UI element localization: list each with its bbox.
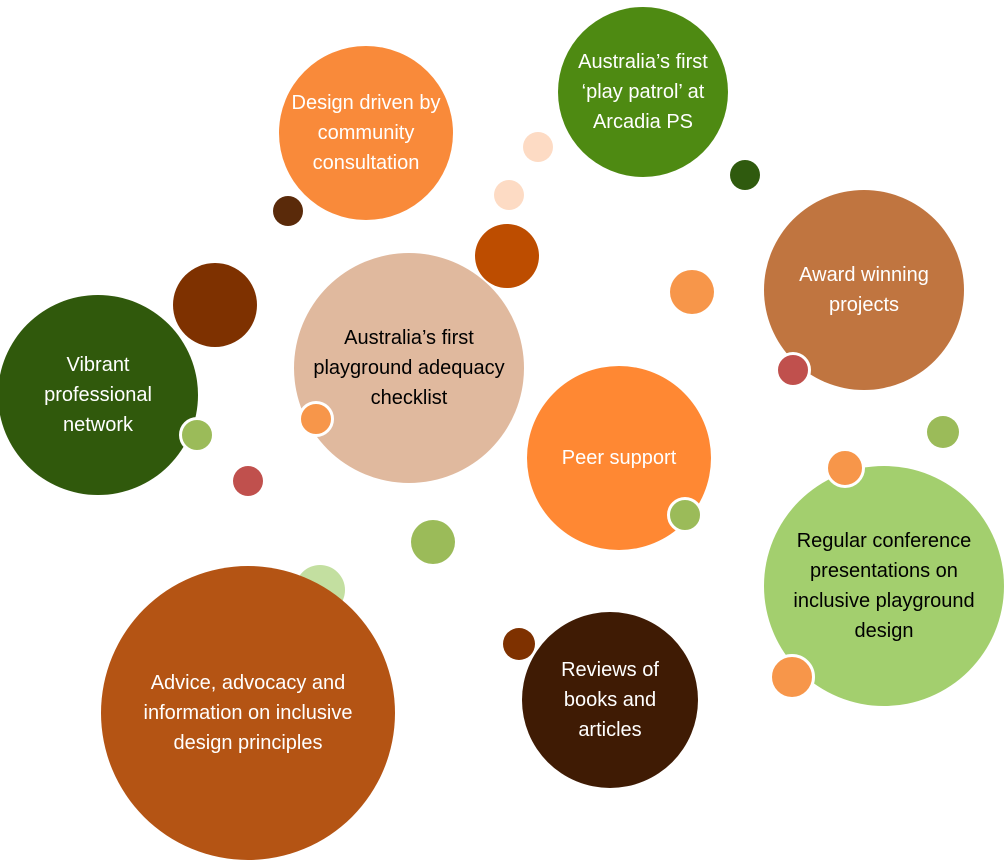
decorative-dot bbox=[769, 654, 815, 700]
decorative-dot bbox=[179, 417, 215, 453]
decorative-dot bbox=[475, 224, 539, 288]
decorative-dot bbox=[233, 466, 263, 496]
decorative-dot bbox=[670, 270, 714, 314]
bubble-label: Reviews of books and articles bbox=[561, 659, 659, 741]
bubble-label: Peer support bbox=[561, 447, 677, 469]
decorative-dot bbox=[667, 497, 703, 533]
bubble-label: Australia’s first ‘play patrol’ at Arcad… bbox=[578, 51, 708, 133]
decorative-dot bbox=[494, 180, 524, 210]
decorative-dot bbox=[775, 352, 811, 388]
decorative-dot bbox=[523, 132, 553, 162]
bubble-label: Advice, advocacy and information on incl… bbox=[143, 672, 353, 754]
bubble-label: Australia’s first playground adequacy ch… bbox=[313, 327, 505, 409]
decorative-dot bbox=[825, 448, 865, 488]
decorative-dot bbox=[730, 160, 760, 190]
decorative-dot bbox=[298, 401, 334, 437]
bubble-label: Design driven by community consultation bbox=[291, 92, 441, 174]
decorative-dot bbox=[273, 196, 303, 226]
bubble-play-patrol: Australia’s first ‘play patrol’ at Arcad… bbox=[558, 7, 728, 177]
bubble-professional-network: Vibrant professional network bbox=[0, 295, 198, 495]
decorative-dot bbox=[503, 628, 535, 660]
bubble-reviews: Reviews of books and articles bbox=[522, 612, 698, 788]
decorative-dot bbox=[173, 263, 257, 347]
bubble-label: Award winning projects bbox=[799, 264, 929, 316]
bubble-community-consultation: Design driven by community consultation bbox=[279, 46, 453, 220]
bubble-label: Vibrant professional network bbox=[44, 354, 152, 436]
decorative-dot bbox=[411, 520, 455, 564]
bubble-advice-advocacy: Advice, advocacy and information on incl… bbox=[101, 566, 395, 860]
bubble-label: Regular conference presentations on incl… bbox=[793, 530, 975, 642]
decorative-dot bbox=[927, 416, 959, 448]
bubble-adequacy-checklist: Australia’s first playground adequacy ch… bbox=[294, 253, 524, 483]
